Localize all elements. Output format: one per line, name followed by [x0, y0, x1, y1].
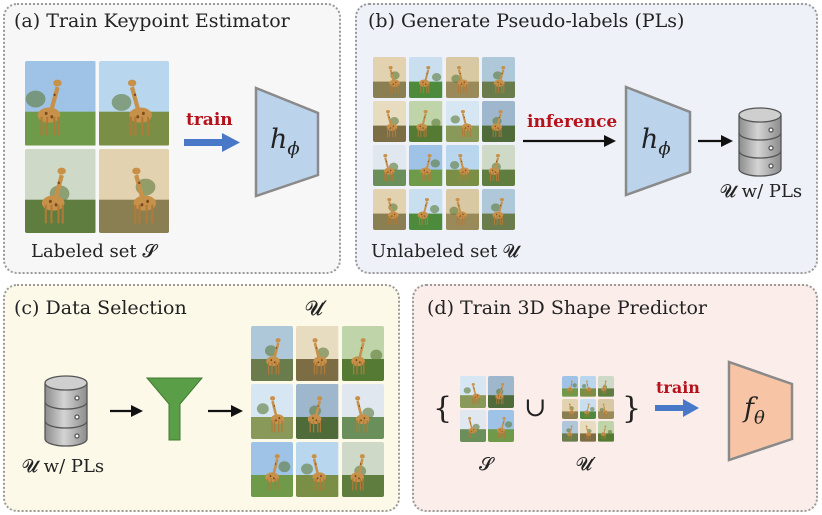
unlabeled-set-image-grid — [373, 57, 515, 230]
giraffe-photo — [296, 384, 339, 439]
selected-subset-label: 𝓤′ — [305, 296, 328, 320]
panel-c-title: (c) Data Selection — [14, 297, 187, 319]
giraffe-photo — [445, 145, 479, 186]
giraffe-photo — [580, 376, 596, 397]
train-arrow-d — [655, 399, 699, 417]
train-label-d: train — [656, 378, 700, 397]
giraffe-photo — [562, 398, 578, 420]
train-arrow-a — [184, 133, 240, 152]
giraffe-photo — [409, 57, 443, 98]
giraffe-photo — [481, 57, 515, 98]
selected-subset-image-grid — [251, 326, 384, 497]
giraffe-photo — [562, 421, 578, 442]
set-u-prime-image-grid — [562, 376, 614, 442]
giraffe-photo — [251, 442, 294, 497]
database-icon-b — [738, 107, 782, 177]
giraffe-photo — [580, 421, 596, 442]
giraffe-photo — [445, 189, 479, 230]
giraffe-photo — [488, 376, 514, 408]
giraffe-photo — [373, 101, 407, 142]
giraffe-photo — [341, 442, 384, 497]
giraffe-photo — [409, 189, 443, 230]
giraffe-photo — [98, 61, 169, 146]
panel-d-title: (d) Train 3D Shape Predictor — [427, 297, 707, 319]
arrow-to-database-b — [698, 135, 733, 147]
pseudo-label-model-icon — [624, 85, 692, 197]
giraffe-photo — [341, 384, 384, 439]
giraffe-photo — [460, 410, 486, 442]
giraffe-photo — [341, 326, 384, 381]
set-s-image-grid — [460, 376, 514, 442]
arrow-to-subset — [208, 405, 243, 417]
giraffe-photo — [481, 189, 515, 230]
labeled-set-label: Labeled set 𝓢 — [31, 241, 157, 262]
giraffe-photo — [562, 376, 578, 397]
set-u-prime-label: 𝓤′ — [576, 454, 597, 475]
giraffe-photo — [481, 101, 515, 142]
giraffe-photo — [580, 398, 596, 420]
giraffe-photo — [460, 376, 486, 408]
pseudo-labeled-db-label-b: 𝓤 w/ PLs — [720, 181, 803, 202]
arrow-to-filter — [110, 405, 143, 417]
giraffe-photo — [445, 101, 479, 142]
set-s-label: 𝓢 — [479, 454, 493, 475]
giraffe-photo — [598, 421, 614, 442]
close-brace: } — [622, 391, 642, 426]
giraffe-photo — [373, 145, 407, 186]
giraffe-photo — [25, 148, 96, 233]
train-label-a: train — [186, 110, 233, 130]
pseudo-labeled-db-label-c: 𝓤 w/ PLs — [22, 456, 105, 477]
keypoint-model-label-a: hϕ — [270, 124, 300, 160]
giraffe-photo — [25, 61, 96, 146]
unlabeled-set-label: Unlabeled set 𝓤 — [371, 241, 519, 262]
giraffe-photo — [598, 376, 614, 397]
giraffe-photo — [481, 145, 515, 186]
giraffe-photo — [373, 57, 407, 98]
shape-model-label: fθ — [744, 393, 765, 429]
giraffe-photo — [251, 326, 294, 381]
open-brace: { — [433, 391, 453, 426]
funnel-filter-icon — [145, 377, 204, 441]
keypoint-model-label-b: hϕ — [641, 124, 671, 160]
panel-b-title: (b) Generate Pseudo-labels (PLs) — [368, 10, 685, 32]
giraffe-photo — [251, 384, 294, 439]
shape-predictor-model-icon — [727, 360, 794, 462]
giraffe-photo — [409, 145, 443, 186]
inference-arrow — [523, 135, 616, 147]
giraffe-photo — [598, 398, 614, 420]
giraffe-photo — [445, 57, 479, 98]
giraffe-photo — [373, 189, 407, 230]
panel-a-title: (a) Train Keypoint Estimator — [14, 10, 290, 32]
giraffe-photo — [488, 410, 514, 442]
labeled-set-image-grid — [25, 61, 169, 233]
giraffe-photo — [296, 326, 339, 381]
giraffe-photo — [98, 148, 169, 233]
keypoint-estimator-model-icon — [254, 86, 320, 198]
giraffe-photo — [296, 442, 339, 497]
union-symbol: ∪ — [524, 392, 547, 423]
giraffe-photo — [409, 101, 443, 142]
database-icon-c — [44, 375, 88, 447]
inference-label: inference — [527, 112, 618, 132]
